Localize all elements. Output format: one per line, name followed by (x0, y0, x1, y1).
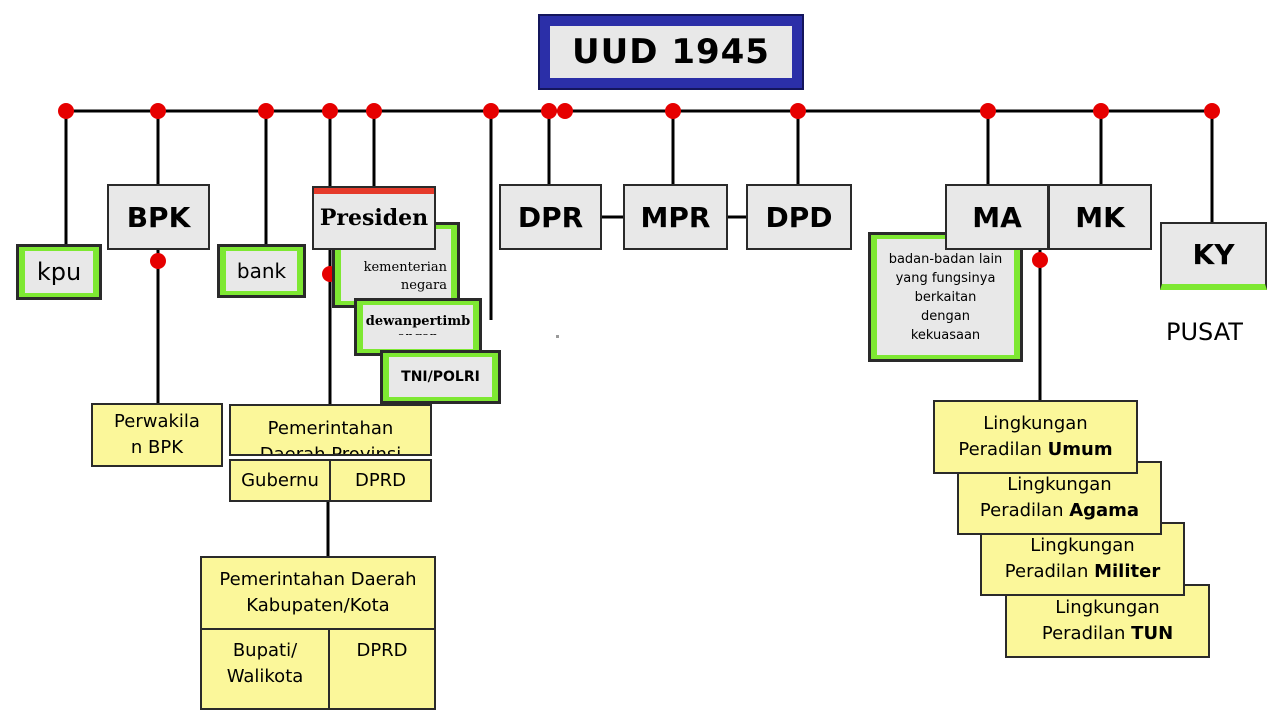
peradilan-line1: Lingkungan (1007, 474, 1112, 495)
peradilan-line1: Lingkungan (1055, 597, 1160, 618)
peradilan-line2: Peradilan (958, 439, 1048, 460)
node-dprd-provinsi: DPRD (329, 459, 432, 502)
node-mk: MK (1048, 184, 1152, 250)
badan-line: yang fungsinya (895, 270, 996, 286)
node-dpr: DPR (499, 184, 602, 250)
connector-dot-icon (541, 103, 557, 119)
pemprov-line2: Daerah Provinsi (259, 444, 402, 456)
peradilan-line2: Peradilan (1004, 561, 1095, 582)
connector-dot-icon (980, 103, 996, 119)
peradilan-bold: Militer (1094, 561, 1161, 582)
connector-dot-icon (150, 253, 166, 269)
node-bank: bank (217, 244, 306, 298)
node-ma: MA (945, 184, 1049, 250)
connector-dot-icon (1204, 103, 1220, 119)
node-mpr: MPR (623, 184, 728, 250)
peradilan-line2: Peradilan (1041, 623, 1132, 644)
title-box: UUD 1945 (538, 14, 804, 90)
connector-dot-icon (322, 103, 338, 119)
kementerian-line1: kementerian (363, 260, 447, 275)
node-pemerintahan-provinsi: Pemerintahan Daerah Provinsi (229, 404, 432, 456)
node-bank-label: bank (226, 251, 297, 291)
badan-line: kekuasaan (910, 327, 981, 343)
node-gubernur: Gubernu (229, 459, 331, 502)
perwakilan-line1: Perwakila (114, 411, 200, 432)
badan-line: badan-badan lain (888, 251, 1003, 267)
node-presiden: Presiden (312, 186, 436, 250)
dewan-cut-label: angan (398, 330, 439, 335)
peradilan-bold: TUN (1131, 623, 1174, 644)
peradilan-line2: Peradilan (979, 500, 1070, 521)
node-bupati-walikota: Bupati/ Walikota (200, 628, 330, 710)
connector-dot-icon (483, 103, 499, 119)
node-kpu: kpu (16, 244, 102, 300)
node-dprd-kabupaten: DPRD (328, 628, 436, 710)
tni-polri-label: TNI/POLRI (389, 357, 492, 397)
connector-dot-icon (1032, 252, 1048, 268)
presiden-label: Presiden (319, 205, 429, 231)
node-dpd: DPD (746, 184, 852, 250)
pemprov-line1: Pemerintahan (267, 418, 394, 439)
perwakilan-line2: n BPK (130, 437, 184, 458)
node-peradilan-umum: Lingkungan Peradilan Umum (933, 400, 1138, 474)
bupati-line2: Walikota (226, 666, 304, 687)
node-ky: KY (1160, 222, 1267, 290)
connector-dot-icon (150, 103, 166, 119)
connector-dots (58, 103, 1220, 282)
connector-dot-icon (557, 103, 573, 119)
pemkab-line1: Pemerintahan Daerah (219, 569, 417, 590)
connector-dot-icon (258, 103, 274, 119)
bupati-line1: Bupati/ (232, 640, 298, 661)
badan-line: berkaitan (914, 289, 977, 305)
peradilan-bold: Agama (1069, 500, 1140, 521)
node-kpu-label: kpu (25, 251, 93, 293)
kementerian-line2: negara (400, 278, 447, 293)
pemkab-line2: Kabupaten/Kota (246, 595, 390, 616)
node-bpk: BPK (107, 184, 210, 250)
node-dewan-pertimbangan: dewanpertimb angan (354, 298, 482, 356)
connector-dot-icon (366, 103, 382, 119)
connector-dot-icon (1093, 103, 1109, 119)
node-peradilan-tun: Lingkungan Peradilan TUN (1005, 584, 1210, 658)
pusat-label: PUSAT (1166, 318, 1243, 346)
node-perwakilan-bpk: Perwakila n BPK (91, 403, 223, 467)
connector-dot-icon (790, 103, 806, 119)
peradilan-bold: Umum (1047, 439, 1113, 460)
node-tni-polri: TNI/POLRI (380, 350, 501, 404)
node-pemerintahan-kabupaten: Pemerintahan Daerah Kabupaten/Kota (200, 556, 436, 630)
node-badan-lain: badan-badan lain yang fungsinya berkaita… (868, 232, 1023, 362)
connector-dot-icon (58, 103, 74, 119)
peradilan-line1: Lingkungan (1030, 535, 1135, 556)
connector-dot-icon (665, 103, 681, 119)
badan-line: dengan (921, 308, 970, 324)
dewan-label: dewanpertimb (365, 314, 471, 329)
page-title: UUD 1945 (550, 26, 792, 78)
peradilan-line1: Lingkungan (983, 413, 1088, 434)
